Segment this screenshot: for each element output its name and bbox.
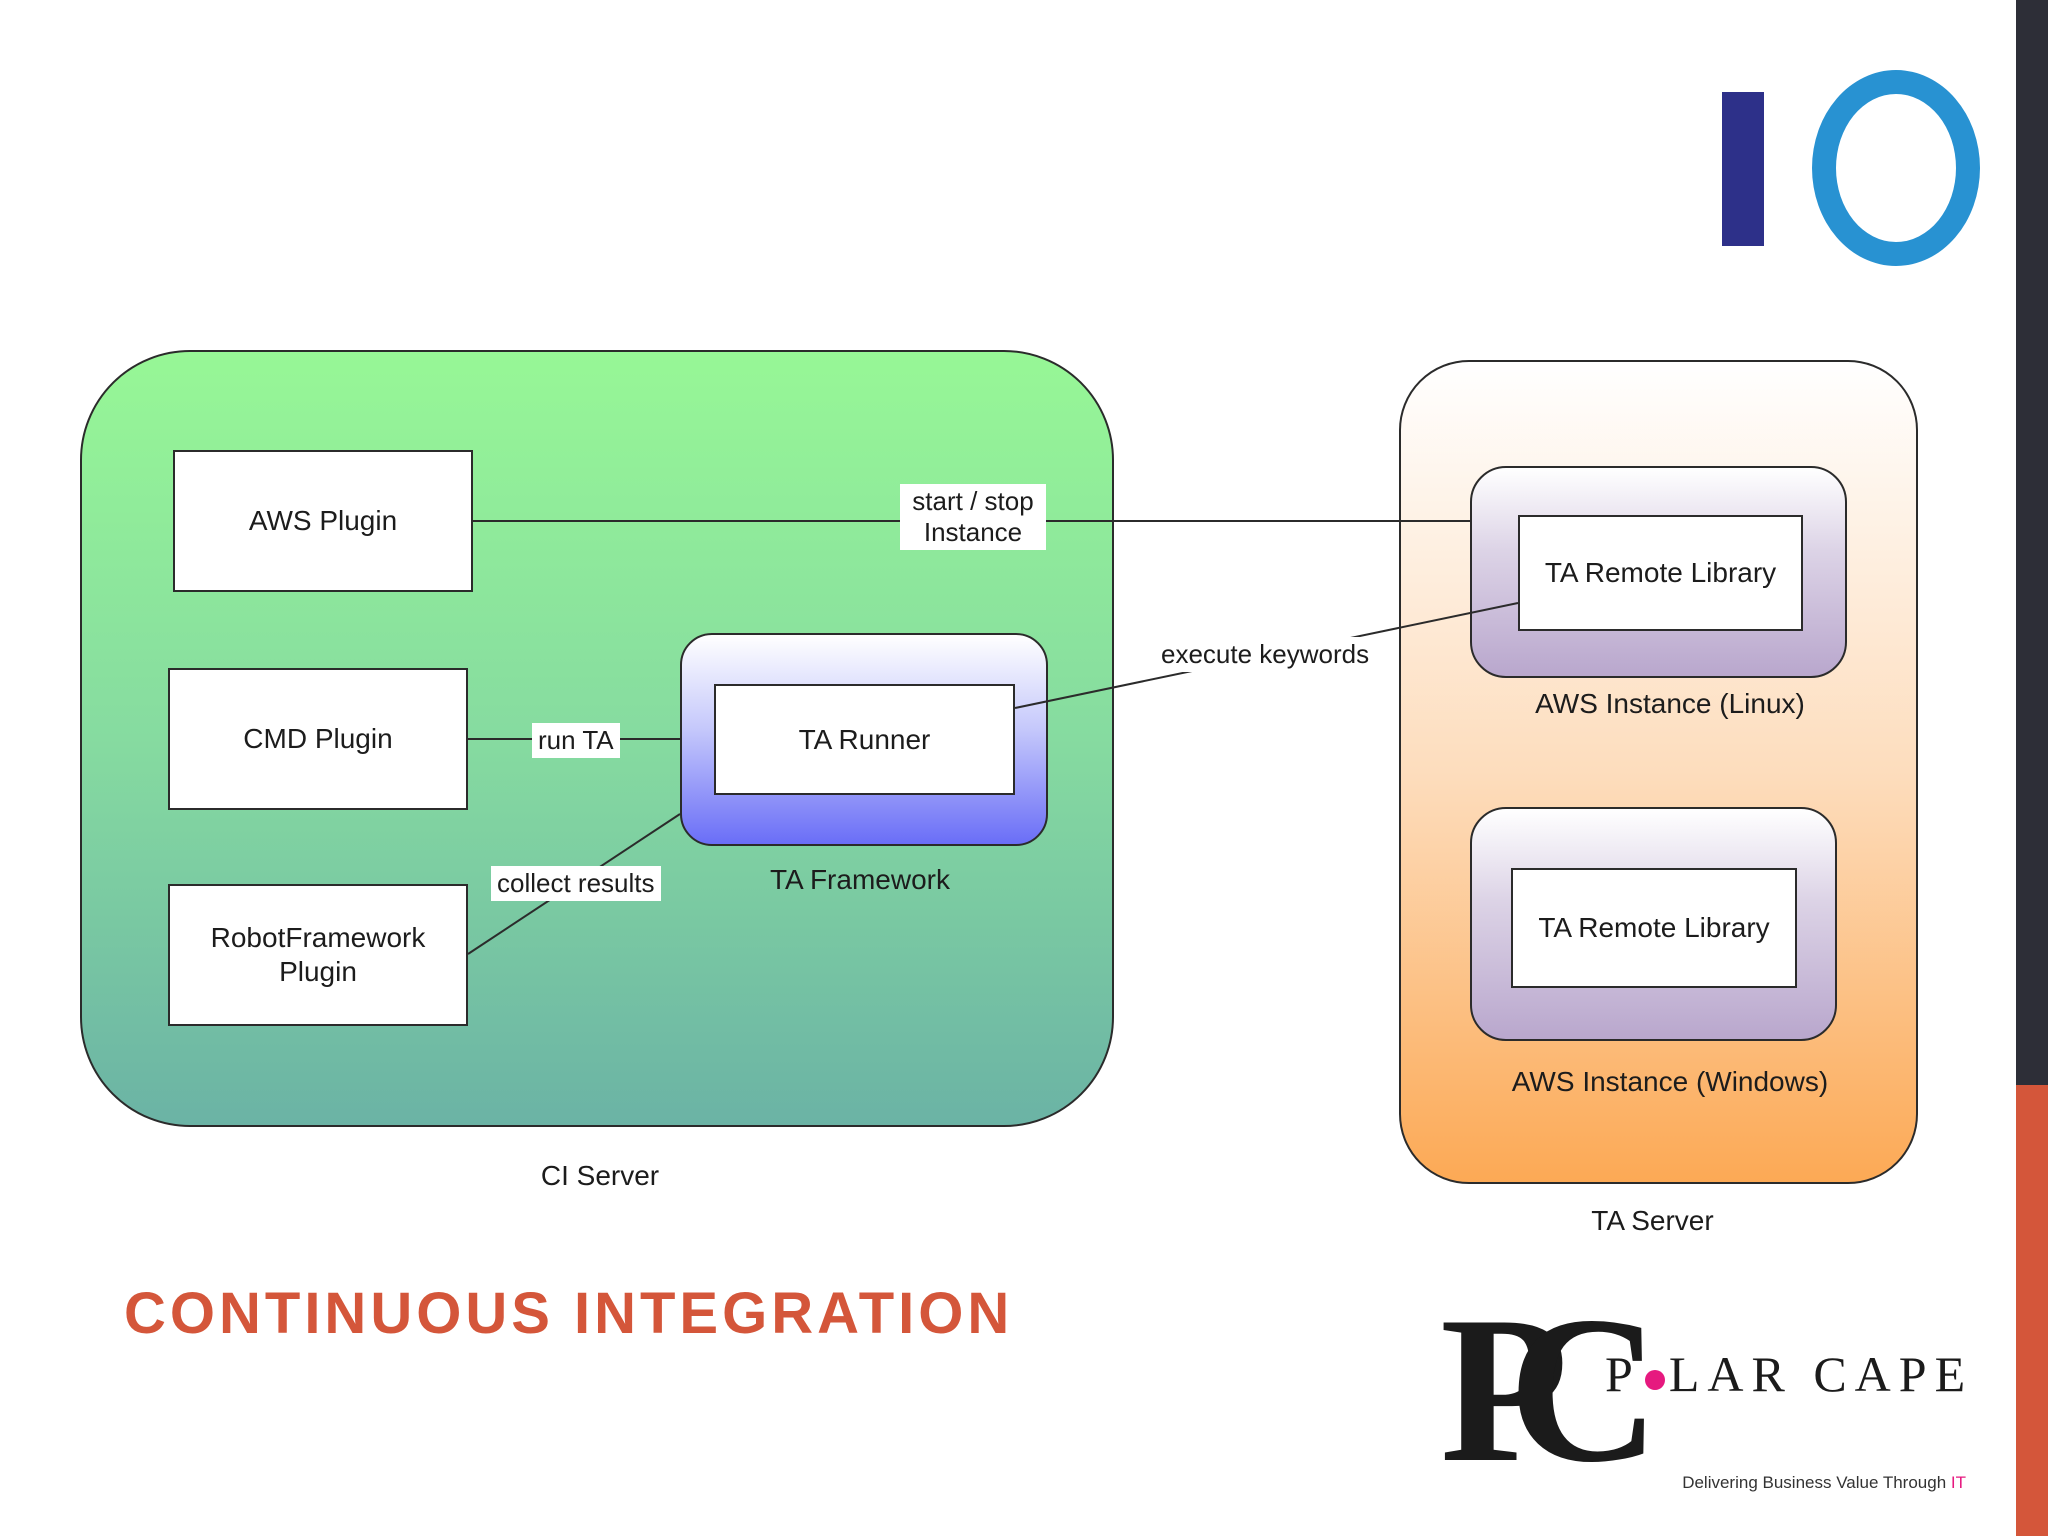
polar-cape-name: P LAR CAPE	[1605, 1345, 1973, 1403]
io-logo-ring	[1812, 70, 1980, 266]
aws-instance-windows-label: AWS Instance (Windows)	[1511, 1066, 1829, 1097]
edge-label-collect-results: collect results	[491, 866, 661, 902]
edge-label-execute-keywords: execute keywords	[1155, 637, 1376, 673]
logo-dot-icon	[1644, 1369, 1665, 1390]
slide-side-bar-accent	[2016, 1085, 2048, 1536]
tagline-text: Delivering Business Value Through	[1682, 1473, 1947, 1492]
polar-cape-monogram: PC	[1440, 1274, 1660, 1506]
tagline-accent: IT	[1950, 1473, 1966, 1492]
slide-title: CONTINUOUS INTEGRATION	[124, 1281, 1014, 1346]
ta-remote-library-windows-box: TA Remote Library	[1511, 868, 1797, 988]
edge-label-start-stop: start / stop Instance	[900, 484, 1046, 551]
aws-instance-linux-label: AWS Instance (Linux)	[1535, 688, 1805, 719]
logo-name-rest: LAR CAPE	[1668, 1346, 1974, 1402]
polar-cape-tagline: Delivering Business Value Through IT	[1682, 1473, 1966, 1493]
ta-server-label: TA Server	[1591, 1205, 1714, 1236]
io-logo-bar	[1722, 92, 1764, 246]
ta-framework-label: TA Framework	[770, 864, 950, 895]
cmd-plugin-box: CMD Plugin	[168, 668, 468, 810]
aws-plugin-box: AWS Plugin	[173, 450, 473, 592]
edge-label-run-ta: run TA	[532, 723, 620, 759]
logo-name-first: P	[1605, 1346, 1641, 1402]
ta-runner-box: TA Runner	[714, 684, 1015, 795]
ta-remote-library-linux-box: TA Remote Library	[1518, 515, 1803, 631]
ci-server-label: CI Server	[540, 1160, 660, 1191]
robotframework-plugin-box: RobotFramework Plugin	[168, 884, 468, 1026]
